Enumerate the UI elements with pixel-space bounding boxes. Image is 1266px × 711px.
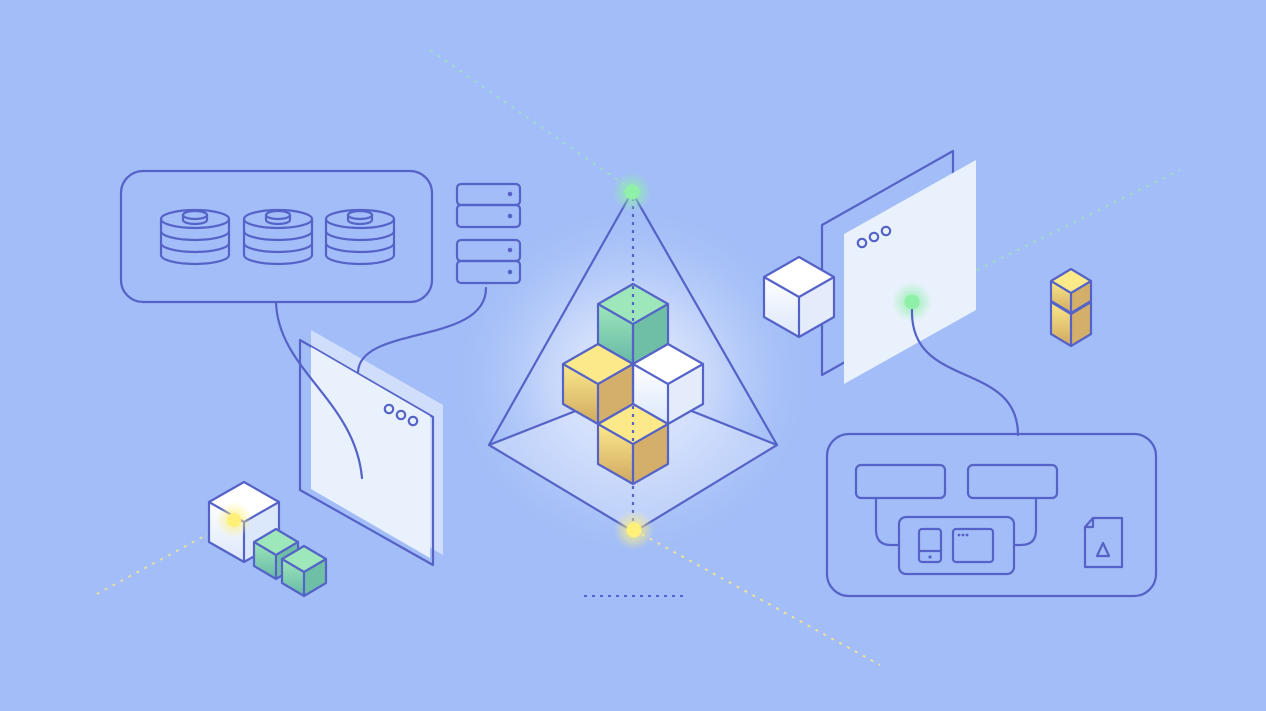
cube-icon: [762, 255, 836, 339]
cube-icon: [280, 544, 328, 598]
connector-lines: [274, 286, 488, 480]
database-icon: [242, 208, 314, 266]
database-panel: [119, 169, 434, 304]
server-icon: [455, 182, 522, 229]
browser-window-icon: [951, 527, 995, 564]
database-icon: [324, 208, 396, 266]
app-panel: [825, 432, 1158, 598]
mobile-device-icon: [917, 527, 943, 564]
green-block: [854, 463, 947, 500]
connector-lines: [910, 308, 1020, 437]
browser-window-icon: [298, 330, 443, 567]
green-block: [966, 463, 1059, 500]
cube-icon: [1049, 267, 1093, 315]
cube-icon: [631, 342, 705, 426]
document-file-icon: [1083, 516, 1124, 569]
browser-window-icon: [820, 149, 976, 384]
server-icon: [455, 238, 522, 285]
database-icon: [159, 208, 231, 266]
